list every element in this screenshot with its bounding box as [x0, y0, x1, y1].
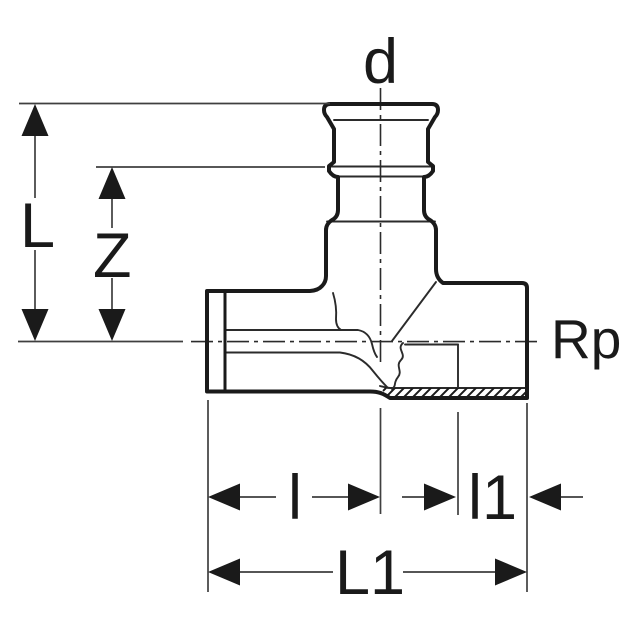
- arrow-L-up: [21, 104, 49, 136]
- label-thread-size-Rp: Rp: [551, 308, 622, 370]
- thread-hatch-top-edge: [379, 385, 528, 389]
- centerlines: [191, 88, 541, 364]
- thread-chamfer-line: [391, 281, 437, 342]
- arrow-L-down: [21, 309, 49, 341]
- dimension-arrowheads: [21, 104, 561, 586]
- label-total-height-L: L: [20, 191, 56, 261]
- branch-inner-wall: [332, 292, 342, 331]
- label-center-height-Z: Z: [93, 221, 132, 291]
- arrow-L1-right: [495, 558, 527, 586]
- arrow-l-right: [348, 483, 380, 511]
- arrow-l1-left: [424, 483, 456, 511]
- bore-upper-line: [224, 329, 378, 358]
- label-total-length-L1: L1: [335, 538, 406, 608]
- dimension-lines: [18, 102, 583, 592]
- arrow-Z-up: [98, 167, 126, 199]
- fitting-outline: [205, 102, 529, 400]
- label-insertion-length-l: l: [288, 463, 302, 533]
- bore-lower-funnel: [224, 351, 389, 389]
- thread-hatch-band: [380, 386, 527, 398]
- arrow-l1-right: [529, 483, 561, 511]
- label-branch-diameter-d: d: [363, 27, 399, 97]
- label-thread-length-l1: l1: [468, 463, 518, 533]
- arrow-L1-left: [208, 558, 240, 586]
- arrow-Z-down: [98, 309, 126, 341]
- arrow-l-left: [208, 483, 240, 511]
- section-break-squiggle: [391, 342, 404, 390]
- outer-contour: [205, 102, 529, 400]
- inner-contours: [224, 119, 528, 390]
